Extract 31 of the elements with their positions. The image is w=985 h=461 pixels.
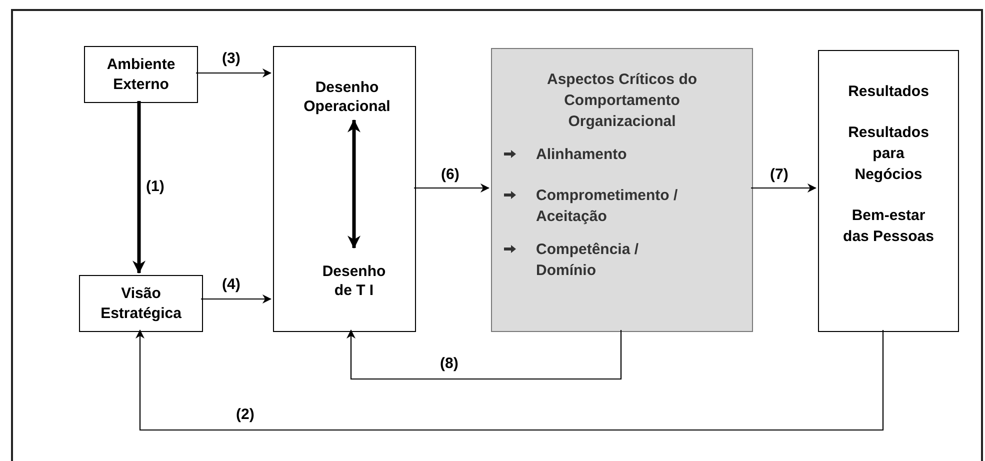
- process-box: [84, 46, 198, 103]
- arrow: [201, 294, 272, 304]
- box-text: Bem-estar das Pessoas: [842, 206, 935, 247]
- node-label: Desenho de T I: [313, 251, 395, 311]
- node-label: Desenho Operacional: [288, 71, 406, 123]
- box-text: Visão Estratégica: [100, 284, 182, 323]
- box-text: Resultados para Negócios: [847, 123, 930, 185]
- process-box: [273, 46, 416, 332]
- list-item: Comprometimento / Aceitação: [536, 186, 679, 227]
- process-box: [818, 50, 959, 332]
- arrow: [751, 184, 816, 192]
- edge-label: (2): [236, 405, 254, 425]
- arrow: [414, 184, 490, 192]
- edge-label: (7): [770, 165, 788, 185]
- arrow: [348, 119, 360, 249]
- edge-label: (1): [146, 177, 164, 197]
- edge-label: (8): [440, 354, 458, 374]
- list-item: Alinhamento: [536, 145, 628, 165]
- process-box: [79, 275, 203, 332]
- box-heading: Aspectos Críticos do Comportamento Organizacional: [546, 70, 698, 132]
- arrow: [132, 101, 146, 274]
- box-text: Resultados: [847, 82, 930, 102]
- arrow: [136, 330, 884, 431]
- arrow: [196, 68, 272, 78]
- box-text: Ambiente Externo: [106, 55, 176, 94]
- arrow: [346, 330, 622, 380]
- list-item: Competência / Domínio: [536, 240, 640, 281]
- edge-label: (3): [222, 49, 240, 69]
- shaded-box: [491, 48, 753, 332]
- edge-label: (6): [441, 165, 460, 185]
- edge-label: (4): [222, 275, 240, 295]
